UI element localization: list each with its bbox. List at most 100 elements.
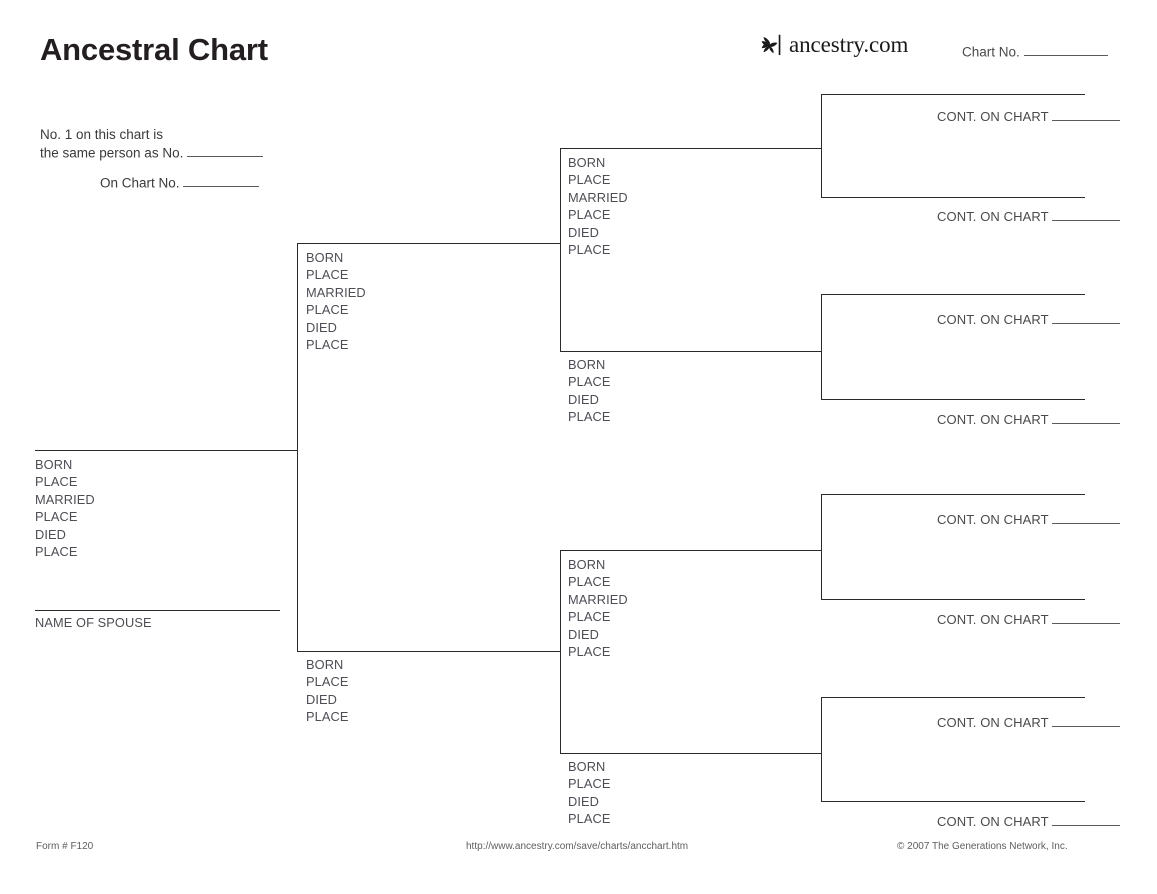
same-person-note-line-2[interactable]: the same person as No. bbox=[40, 145, 264, 161]
gen2-father-fields: BORN PLACE MARRIED PLACE DIED PLACE bbox=[306, 249, 366, 353]
gen4-slot-0-cont-top-blank[interactable] bbox=[1052, 109, 1121, 122]
gen3-p5-rule[interactable] bbox=[560, 351, 822, 352]
gen3-p4-fields: BORN PLACE MARRIED PLACE DIED PLACE bbox=[568, 154, 628, 258]
gen3-p4-field-died: DIED bbox=[568, 224, 599, 240]
chart-no-label: Chart No. bbox=[962, 44, 1020, 60]
gen4-slot-3-bottom-rule[interactable] bbox=[821, 801, 1085, 802]
gen2-father-field-married: MARRIED bbox=[306, 284, 366, 300]
same-person-blank[interactable] bbox=[187, 145, 264, 158]
gen4-slot-0-cont-bottom-blank[interactable] bbox=[1052, 209, 1121, 222]
gen3-p4-field-married: MARRIED bbox=[568, 189, 628, 205]
gen1-field-place3: PLACE bbox=[35, 544, 78, 560]
gen2-mother-field-place2: PLACE bbox=[306, 709, 349, 725]
ancestry-brand: ancestry.com bbox=[757, 31, 908, 59]
gen4-slot-0-top-rule[interactable] bbox=[821, 94, 1085, 95]
page-title: Ancestral Chart bbox=[40, 32, 268, 67]
gen2-mother-field-place1: PLACE bbox=[306, 674, 349, 690]
gen3-p5-field-died: DIED bbox=[568, 391, 599, 407]
gen1-person-fields: BORN PLACE MARRIED PLACE DIED PLACE bbox=[35, 456, 95, 560]
gen2-father-field-born: BORN bbox=[306, 250, 344, 265]
footer-url[interactable]: http://www.ancestry.com/save/charts/ancc… bbox=[466, 841, 689, 852]
gen4-slot-1-cont-top[interactable]: CONT. ON CHART bbox=[937, 312, 1121, 328]
gen2-father-rule[interactable] bbox=[297, 243, 561, 244]
gen4-slot-2-cont-top-label: CONT. ON CHART bbox=[937, 512, 1049, 528]
gen4-slot-3-cont-top-blank[interactable] bbox=[1052, 715, 1121, 728]
gen4-slot-2-cont-bottom-blank[interactable] bbox=[1052, 612, 1121, 625]
gen3-p6-field-born: BORN bbox=[568, 557, 606, 572]
gen3-p7-rule[interactable] bbox=[560, 753, 822, 754]
gen2-mother-to-gen3-connector bbox=[543, 651, 561, 652]
gen4-slot-1-bottom-rule[interactable] bbox=[821, 399, 1085, 400]
gen4-slot-2-cont-top[interactable]: CONT. ON CHART bbox=[937, 512, 1121, 528]
gen4-slot-1-cont-bottom-blank[interactable] bbox=[1052, 412, 1121, 425]
gen2-father-field-died: DIED bbox=[306, 319, 337, 335]
gen3-p4-field-born: BORN bbox=[568, 155, 606, 170]
gen4-slot-2-spine bbox=[821, 494, 822, 599]
gen1-spouse-rule[interactable] bbox=[35, 610, 280, 611]
same-person-note-line-1: No. 1 on this chart is bbox=[40, 127, 164, 142]
gen4-slot-1-top-rule[interactable] bbox=[821, 294, 1085, 295]
gen4-slot-3-cont-top-label: CONT. ON CHART bbox=[937, 715, 1049, 731]
ancestry-wordmark: ancestry.com bbox=[789, 32, 909, 57]
gen1-to-gen2-connector bbox=[280, 450, 298, 451]
gen3-p4-rule[interactable] bbox=[560, 148, 822, 149]
gen3-p5-field-place1: PLACE bbox=[568, 374, 611, 390]
chart-no-field[interactable]: Chart No. bbox=[962, 44, 1108, 59]
gen1-field-place1: PLACE bbox=[35, 474, 78, 490]
gen3-p7-field-born: BORN bbox=[568, 759, 606, 774]
gen3-p5-to-gen4-connector bbox=[805, 351, 822, 352]
gen3-p5-field-place2: PLACE bbox=[568, 409, 611, 425]
gen4-slot-3-top-rule[interactable] bbox=[821, 697, 1085, 698]
gen4-slot-0-cont-top[interactable]: CONT. ON CHART bbox=[937, 109, 1121, 124]
gen4-slot-1-cont-bottom[interactable]: CONT. ON CHART bbox=[937, 412, 1121, 428]
gen1-spouse-label: NAME OF SPOUSE bbox=[35, 615, 152, 630]
gen2-father-field-place2: PLACE bbox=[306, 302, 349, 318]
gen4-slot-2-bottom-rule[interactable] bbox=[821, 599, 1085, 600]
gen2-mother-field-died: DIED bbox=[306, 691, 337, 707]
footer-form-number: Form # F120 bbox=[36, 841, 94, 852]
gen4-slot-3-spine bbox=[821, 697, 822, 801]
on-chart-no-label: On Chart No. bbox=[100, 175, 180, 191]
gen2-father-to-gen3-connector bbox=[543, 243, 561, 244]
gen4-slot-1-cont-bottom-label: CONT. ON CHART bbox=[937, 412, 1049, 428]
gen3-p6-field-died: DIED bbox=[568, 626, 599, 642]
gen4-slot-3-cont-bottom[interactable]: CONT. ON CHART bbox=[937, 814, 1121, 830]
gen4-slot-0-bottom-rule[interactable] bbox=[821, 197, 1085, 198]
ancestry-leaf-icon bbox=[757, 33, 787, 57]
gen4-slot-1-cont-top-label: CONT. ON CHART bbox=[937, 312, 1049, 328]
gen4-slot-1-spine bbox=[821, 294, 822, 399]
gen3-p5-field-born: BORN bbox=[568, 357, 606, 372]
gen1-field-died: DIED bbox=[35, 526, 66, 542]
gen2-mother-field-born: BORN bbox=[306, 657, 344, 672]
gen3-p4-field-place2: PLACE bbox=[568, 207, 611, 223]
gen4-slot-3-cont-top[interactable]: CONT. ON CHART bbox=[937, 715, 1121, 731]
chart-no-blank[interactable] bbox=[1023, 44, 1108, 57]
gen2-mother-rule[interactable] bbox=[297, 651, 561, 652]
footer-copyright: © 2007 The Generations Network, Inc. bbox=[897, 841, 1068, 852]
gen4-slot-1-cont-top-blank[interactable] bbox=[1052, 312, 1121, 325]
gen4-slot-2-top-rule[interactable] bbox=[821, 494, 1085, 495]
gen3-p6-field-place3: PLACE bbox=[568, 644, 611, 660]
gen2-mother-fields: BORN PLACE DIED PLACE bbox=[306, 656, 348, 726]
gen1-field-place2: PLACE bbox=[35, 509, 78, 525]
gen1-name-rule[interactable] bbox=[35, 450, 298, 451]
on-chart-no-blank[interactable] bbox=[183, 175, 260, 188]
gen4-slot-3-cont-bottom-blank[interactable] bbox=[1052, 814, 1121, 827]
gen1-field-married: MARRIED bbox=[35, 491, 95, 507]
gen3-p4-to-gen4-connector bbox=[805, 148, 822, 149]
gen3-p7-fields: BORN PLACE DIED PLACE bbox=[568, 758, 610, 828]
on-chart-no-line[interactable]: On Chart No. bbox=[100, 175, 260, 191]
gen4-slot-2-cont-bottom[interactable]: CONT. ON CHART bbox=[937, 612, 1121, 627]
gen3-p6-rule[interactable] bbox=[560, 550, 822, 551]
gen4-slot-2-cont-top-blank[interactable] bbox=[1052, 512, 1121, 525]
gen4-slot-0-cont-bottom[interactable]: CONT. ON CHART bbox=[937, 209, 1121, 224]
gen3-p6-field-place1: PLACE bbox=[568, 574, 611, 590]
gen2-father-field-place1: PLACE bbox=[306, 267, 349, 283]
gen4-slot-3-cont-bottom-label: CONT. ON CHART bbox=[937, 814, 1049, 830]
gen2-father-field-place3: PLACE bbox=[306, 337, 349, 353]
gen3-p7-field-died: DIED bbox=[568, 793, 599, 809]
gen3-p6-field-married: MARRIED bbox=[568, 591, 628, 607]
same-person-label: the same person as No. bbox=[40, 145, 184, 161]
gen3-upper-spine bbox=[560, 148, 561, 352]
